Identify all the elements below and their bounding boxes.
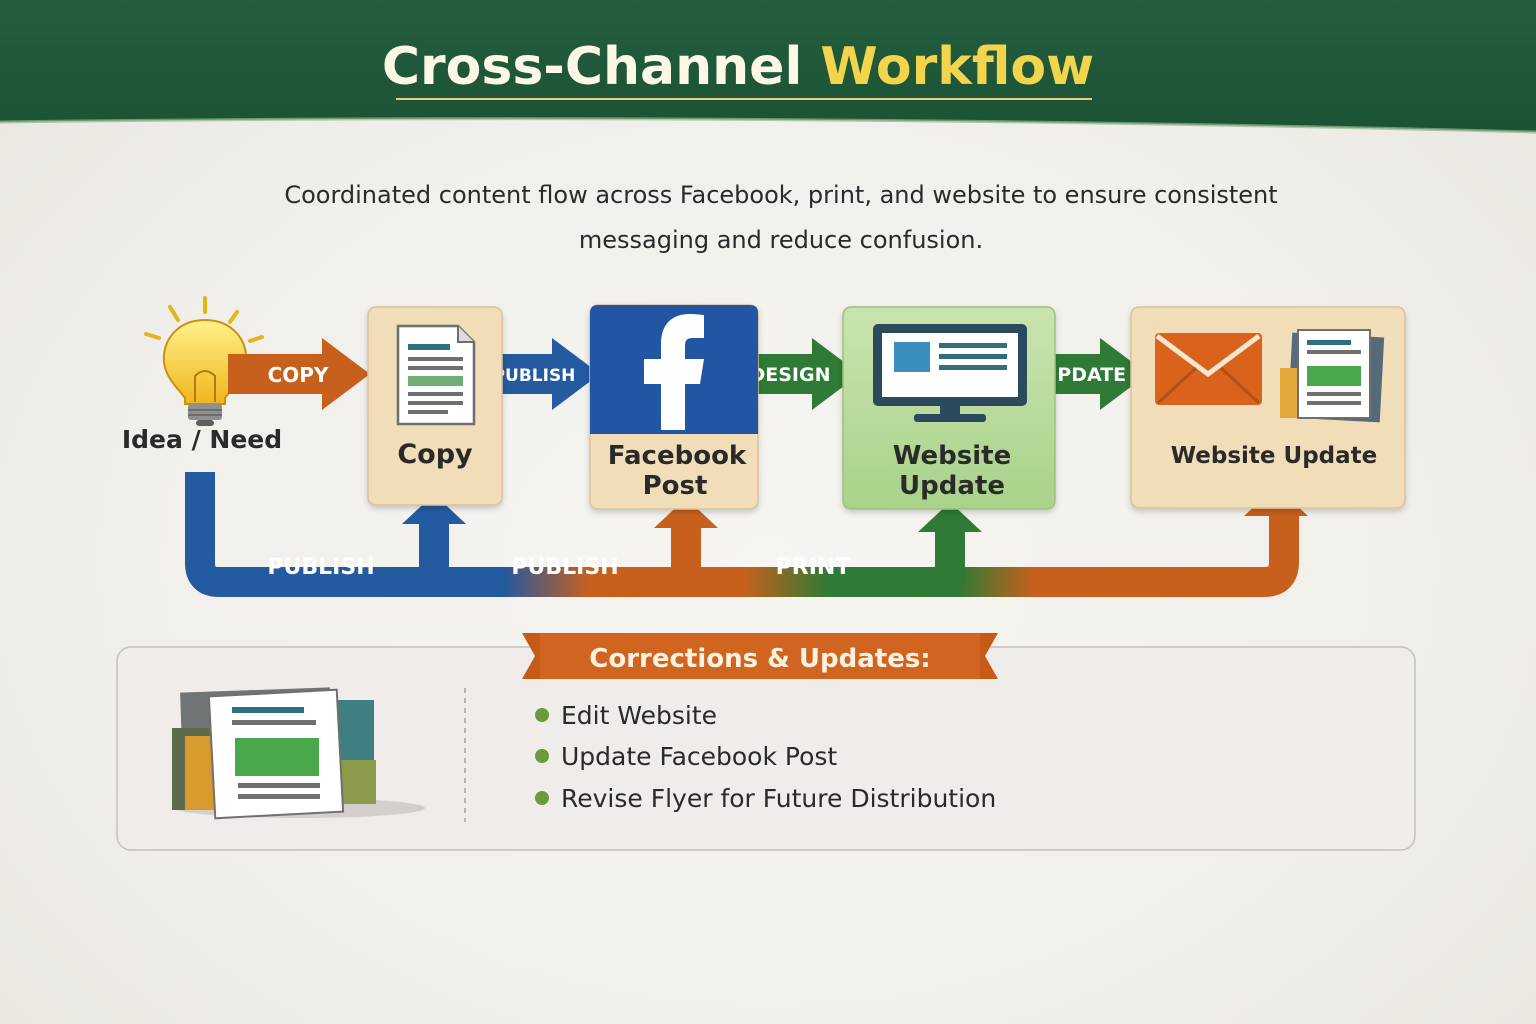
idea-need-label: Idea / Need	[122, 425, 282, 454]
documents-stack-icon	[172, 687, 425, 820]
arrow-publish: PUBLISH	[474, 338, 600, 410]
card-copy-label: Copy	[397, 439, 473, 470]
card-facebook-line-2: Post	[643, 471, 708, 501]
envelope-icon	[1155, 333, 1262, 405]
page-title: Cross-Channel Workflow	[382, 37, 1094, 97]
arrow-update-label: UPDATE	[1042, 364, 1126, 386]
card-website-line-2: Update	[899, 471, 1005, 501]
arrow-update: UPDATE	[1026, 338, 1148, 410]
bottom-label-3: PRINT	[776, 555, 851, 580]
card-final-label: Website Update	[1171, 443, 1378, 469]
arrow-copy: COPY	[228, 338, 370, 410]
corrections-item-2: Update Facebook Post	[561, 742, 837, 771]
monitor-icon	[873, 324, 1027, 422]
corrections-title: Corrections & Updates:	[589, 644, 930, 674]
corrections-ribbon	[522, 633, 998, 679]
corrections-list: Edit Website Update Facebook Post Revise…	[535, 701, 996, 813]
bullet-1	[535, 708, 549, 722]
document-icon	[396, 324, 476, 426]
card-facebook-line-1: Facebook	[608, 441, 747, 471]
description-line-1: Coordinated content flow across Facebook…	[284, 181, 1277, 209]
lightbulb-icon	[144, 296, 264, 426]
bottom-label-2: PUBLISH	[511, 555, 618, 580]
arrow-design: DESIGN	[736, 338, 860, 410]
arrow-design-label: DESIGN	[749, 364, 830, 386]
header-band	[0, 0, 1536, 134]
bullet-2	[535, 749, 549, 763]
title-part-1: Cross-Channel	[382, 37, 821, 97]
arrow-publish-label: PUBLISH	[493, 366, 576, 386]
bottom-label-1: PUBLISH	[267, 555, 374, 580]
card-website-line-1: Website	[893, 441, 1011, 471]
corrections-item-1: Edit Website	[561, 701, 717, 730]
title-part-2: Workflow	[820, 37, 1094, 97]
corrections-item-3: Revise Flyer for Future Distribution	[561, 784, 996, 813]
flyer-icon	[1280, 329, 1385, 423]
bullet-3	[535, 791, 549, 805]
arrow-copy-label: COPY	[268, 363, 329, 387]
description-line-2: messaging and reduce confusion.	[579, 226, 983, 254]
facebook-icon	[644, 314, 704, 430]
